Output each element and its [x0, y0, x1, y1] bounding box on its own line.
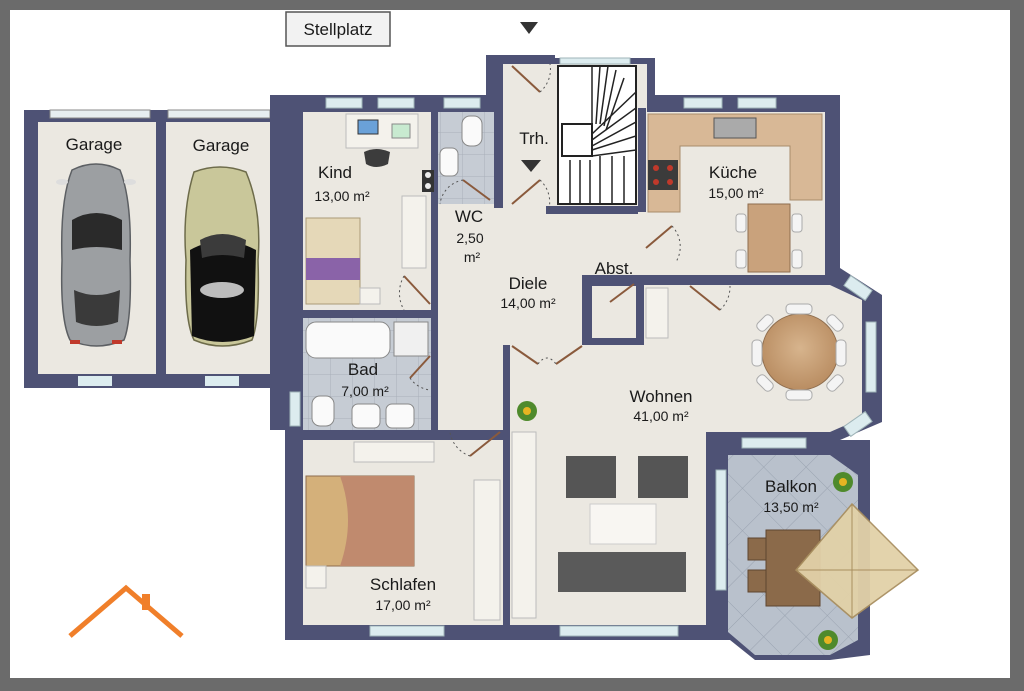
stellplatz-label: Stellplatz [285, 11, 391, 47]
label-bad: Bad [348, 360, 378, 379]
area-bad: 7,00 m² [341, 383, 389, 399]
label-kueche: Küche [709, 163, 757, 182]
logo-roof-icon [68, 584, 184, 638]
label-garage-right: Garage [193, 136, 250, 155]
area-wohnen: 41,00 m² [633, 408, 689, 424]
stair-arrow-icon [521, 160, 541, 172]
furniture-kueche [647, 113, 823, 273]
area-balkon: 13,50 m² [763, 499, 819, 515]
label-wc: WC [455, 207, 483, 226]
furniture-wohnen [511, 303, 847, 619]
area-diele: 14,00 m² [500, 295, 556, 311]
furniture-wc [422, 115, 483, 192]
label-abst: Abst. [595, 259, 634, 278]
furniture-balkon [747, 502, 920, 619]
windows [289, 57, 877, 637]
area-kueche: 15,00 m² [708, 185, 764, 201]
abst-shelf [645, 287, 669, 339]
car-icon [56, 163, 136, 347]
label-kind: Kind [318, 163, 352, 182]
area-schlafen: 17,00 m² [375, 597, 431, 613]
label-garage-left: Garage [66, 135, 123, 154]
furniture-schlafen [305, 441, 501, 621]
furniture-kind [305, 113, 427, 305]
label-schlafen: Schlafen [370, 575, 436, 594]
label-treppe: Trh. [519, 129, 549, 148]
area-wc-value: 2,50 [456, 230, 483, 246]
label-balkon: Balkon [765, 477, 817, 496]
furniture-bad [305, 321, 429, 429]
staircase [557, 65, 637, 205]
label-wohnen: Wohnen [629, 387, 692, 406]
car-icon [184, 166, 260, 347]
area-wc-unit: m² [464, 249, 481, 265]
area-kind: 13,00 m² [314, 188, 370, 204]
plant-icon [517, 401, 537, 421]
svg-text:Stellplatz: Stellplatz [304, 20, 373, 39]
plant-icon [833, 472, 853, 492]
label-diele: Diele [509, 274, 548, 293]
plant-icon [818, 630, 838, 650]
door-swings [398, 63, 731, 457]
entrance-arrow-icon [520, 22, 538, 34]
